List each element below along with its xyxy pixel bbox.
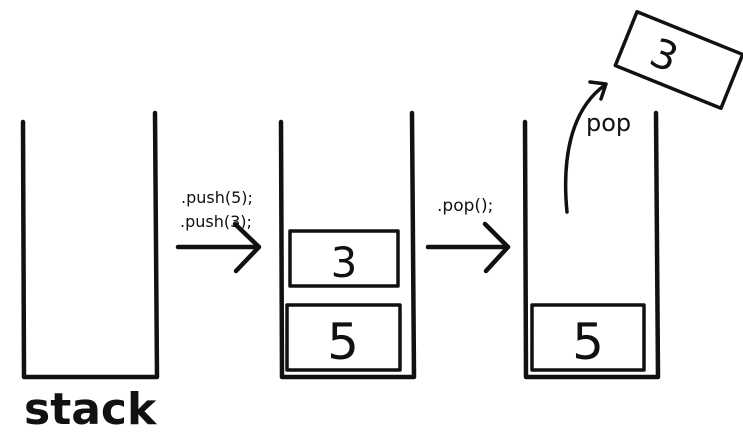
stack-item-value: 5	[327, 313, 359, 371]
stack-item-box-5-remaining	[530, 303, 646, 372]
stack-item-value: 3	[331, 238, 358, 287]
pop-call-label: .pop();	[437, 196, 493, 216]
stack-container-after-push	[278, 110, 417, 380]
push-3-label: .push(3);	[180, 212, 252, 231]
pop-curve-arrow	[563, 80, 608, 214]
stack-item-value: 5	[572, 313, 604, 371]
stack-title: stack	[24, 384, 158, 435]
popped-item-box	[613, 10, 743, 110]
push-arrow	[175, 221, 262, 274]
popped-item-value: 3	[643, 30, 684, 82]
pop-arrow	[425, 221, 511, 274]
stack-item-box-3	[288, 229, 400, 288]
stack-item-box-5	[285, 303, 402, 372]
push-5-label: .push(5);	[181, 188, 253, 207]
stack-container-after-pop	[522, 110, 661, 380]
pop-label: pop	[586, 109, 631, 137]
stack-container-empty	[20, 110, 160, 380]
